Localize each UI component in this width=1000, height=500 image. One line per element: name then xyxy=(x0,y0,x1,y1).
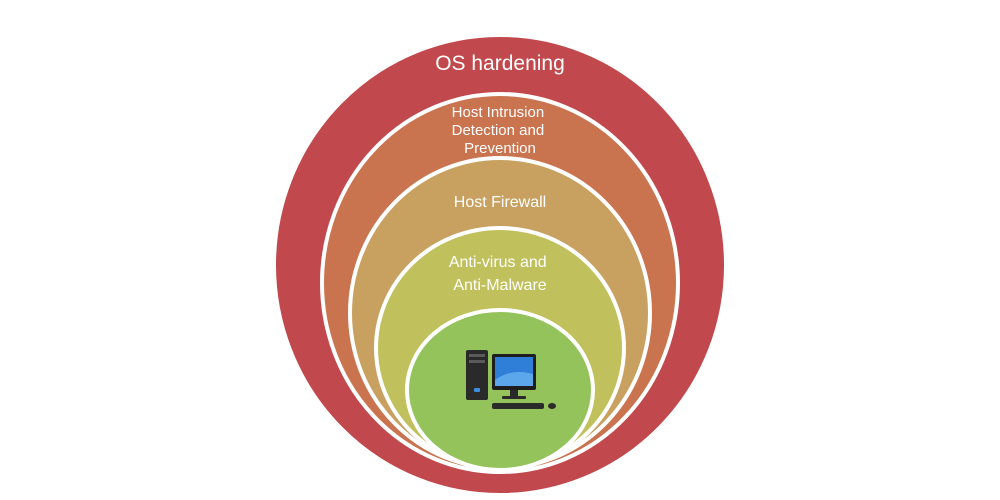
layer-label-hids: Host Intrusion Detection and Prevention xyxy=(452,104,549,157)
desktop-computer-icon xyxy=(466,350,556,409)
layer-label-os-hardening: OS hardening xyxy=(435,52,565,75)
layer-label-host-firewall: Host Firewall xyxy=(454,194,546,211)
layer-label-antivirus: Anti-virus and Anti-Malware xyxy=(449,254,551,294)
